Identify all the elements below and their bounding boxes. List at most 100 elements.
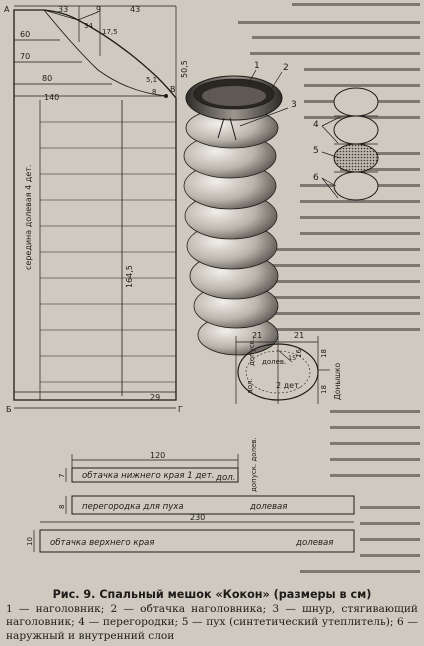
text-line-5	[304, 68, 420, 71]
text-line-6	[304, 84, 420, 87]
bottom-oval-inner	[245, 350, 311, 394]
section-cell-4	[333, 171, 379, 201]
bottom-dim-21b: 21	[294, 331, 304, 340]
callout-line-3	[239, 107, 289, 127]
callout-3: 3	[291, 100, 297, 110]
section-cell-2	[333, 115, 379, 145]
strip-2-dim-label: 8	[58, 505, 66, 509]
text-line-3	[252, 36, 420, 39]
main-pattern-piece	[13, 5, 177, 409]
bottom-dopusk-label: допуск.	[248, 338, 256, 366]
strip-1	[71, 467, 239, 483]
dim-164-5-label: 164,5	[125, 265, 134, 288]
text-line-24	[330, 458, 420, 461]
callout-line-4a	[321, 116, 341, 127]
callout-line-4b	[321, 125, 339, 144]
text-line-27	[360, 522, 420, 525]
point-v-marker	[164, 94, 168, 98]
corner-b-label: Б	[6, 405, 12, 414]
strip-1-label: обтачка нижнего края 1 дет.	[82, 471, 214, 481]
text-line-17	[250, 280, 420, 283]
dim-50-5-label: 50,5	[180, 60, 189, 78]
text-line-23	[330, 442, 420, 445]
strip-1-dol-label: дол.	[215, 473, 235, 483]
corner-v-label: В	[170, 85, 176, 94]
bottom-doleva-label: долев.	[262, 358, 286, 366]
callout-line-5	[321, 151, 341, 159]
bottom-title-label: Донышко	[333, 362, 342, 400]
hood-curve	[43, 9, 167, 97]
caption-title: Рис. 9. Спальный мешок «Кокон» (размеры …	[52, 588, 372, 601]
bottom-dim-18a: 18	[320, 349, 328, 358]
strip-3	[39, 529, 355, 553]
pattern-outline	[13, 9, 177, 401]
text-line-25	[330, 474, 420, 477]
bottom-dim-18b: 18	[320, 385, 328, 394]
dim-43-label: 43	[130, 5, 140, 14]
text-line-18	[250, 296, 420, 299]
text-line-22	[330, 426, 420, 429]
text-line-19	[250, 312, 420, 315]
strip-3-dim-label: 10	[26, 537, 34, 546]
corner-a-label: А	[4, 5, 10, 14]
text-line-26	[360, 506, 420, 509]
dim-70-label: 70	[20, 52, 30, 61]
strip-3-label: обтачка верхнего края	[50, 538, 154, 548]
text-line-14	[300, 232, 420, 235]
text-line-15	[250, 248, 420, 251]
hood-inner	[202, 86, 266, 106]
figure-caption: Рис. 9. Спальный мешок «Кокон» (размеры …	[6, 588, 418, 643]
bottom-dim-21a: 21	[252, 331, 262, 340]
text-line-2	[238, 21, 420, 24]
text-line-13	[300, 216, 420, 219]
bottom-piece-pattern	[235, 336, 330, 404]
dim-80-label: 80	[42, 74, 52, 83]
text-line-10	[340, 168, 420, 171]
text-line-28	[360, 538, 420, 541]
cross-section-illustration	[321, 87, 379, 201]
dim-9-label: 9	[96, 5, 101, 14]
dim-29-label: 29	[150, 393, 160, 402]
text-line-4	[250, 52, 420, 55]
bottom-dol-label: дол.	[246, 378, 254, 394]
section-cell-1	[333, 87, 379, 117]
bottom-2det-label: 2 дет.	[276, 381, 301, 390]
dim-230-label: 230	[190, 513, 205, 522]
text-line-29	[360, 554, 420, 557]
dim-140-label: 140	[44, 93, 59, 102]
caption-body: 1 — наголовник; 2 — обтачка наголовника;…	[6, 602, 418, 642]
strip-1-dim-label: 7	[58, 474, 66, 478]
dim-33-label: 33	[58, 5, 68, 14]
text-line-1	[292, 3, 420, 6]
side-label: середина долевая 4 дет.	[24, 165, 33, 270]
strip-2-dol-label: долевая	[249, 502, 287, 512]
dim-34-label: 34	[84, 22, 93, 30]
text-line-30	[300, 570, 420, 573]
section-cell-down	[333, 143, 379, 173]
cocoon-bag-illustration	[183, 69, 289, 356]
text-line-12	[300, 200, 420, 203]
bottom-15-label: 15	[288, 354, 296, 362]
strip-3-dol-label: долевая	[295, 538, 333, 548]
text-line-20	[250, 328, 420, 331]
bottom-dim-16: 16	[295, 349, 303, 358]
dim-17-5-label: 17,5	[102, 28, 118, 36]
right-dopusk-label: допуск. долев.	[250, 437, 258, 492]
dim-8-label: 8	[152, 88, 156, 96]
callout-2: 2	[283, 63, 289, 73]
drawcord	[217, 117, 237, 141]
callout-1: 1	[254, 61, 260, 71]
dim-5-1-label: 5,1	[146, 76, 157, 84]
callout-line-6a	[321, 177, 337, 187]
callout-line-1	[247, 69, 257, 85]
callout-line-6b	[321, 177, 339, 199]
corner-g-label: Г	[178, 405, 183, 414]
text-line-9	[340, 152, 420, 155]
strips-patterns	[33, 454, 355, 553]
text-line-16	[250, 264, 420, 267]
callout-line-2	[271, 71, 283, 89]
strip-2	[71, 495, 355, 515]
strip-2-label: перегородка для пуха	[82, 502, 184, 512]
